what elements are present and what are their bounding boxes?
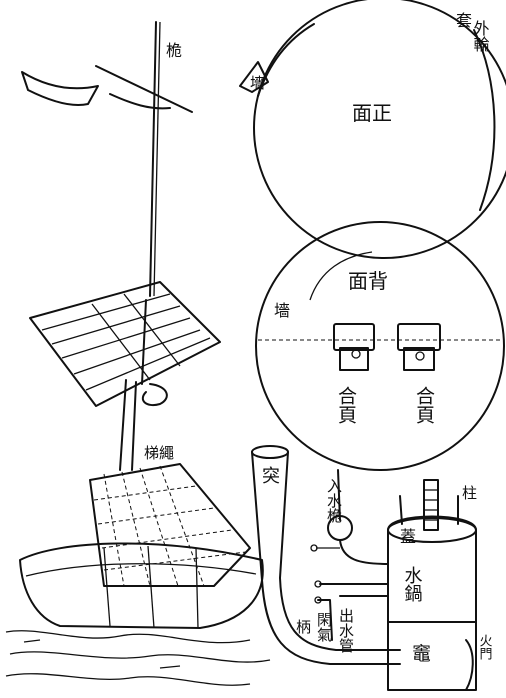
boiler	[387, 479, 477, 691]
hull	[19, 542, 264, 629]
label-handle: 柄	[296, 618, 311, 636]
label-front-wall: 墻	[250, 74, 265, 92]
front-disc	[239, 0, 506, 259]
label-air-valve: 閑氣	[315, 612, 333, 642]
label-water-valve: 入水桅	[325, 478, 343, 523]
chimney	[251, 445, 401, 665]
pipes	[310, 469, 389, 641]
flag	[21, 65, 193, 113]
hinge-right-plate	[397, 323, 441, 371]
label-outer-wheel: 外輪	[471, 20, 490, 52]
label-fire-door: 火門	[477, 634, 493, 661]
rigging-net	[89, 463, 251, 587]
label-pillar: 柱	[462, 484, 477, 502]
water-waves	[5, 630, 271, 686]
label-hinge-left: 合頁	[335, 386, 357, 424]
label-front-face: 面正	[352, 101, 392, 125]
label-mast: 桅	[166, 41, 182, 60]
label-outlet-pipe: 出水管	[337, 608, 355, 653]
sail-panel	[29, 281, 221, 407]
back-disc	[255, 221, 505, 471]
label-water-pot: 水鍋	[402, 566, 423, 602]
label-back-wall: 墻	[274, 301, 290, 320]
mast	[149, 21, 161, 297]
label-hinge-right: 合頁	[413, 386, 435, 424]
label-outer-cover: 套	[456, 11, 472, 30]
label-back-face: 面背	[348, 269, 388, 293]
label-ladder-rope: 梯繩	[144, 444, 174, 462]
label-lid: 蓋	[400, 527, 416, 546]
hinge-left-plate	[333, 323, 375, 371]
mast-base	[119, 299, 168, 471]
label-furnace: 竈	[412, 643, 431, 665]
label-chimney: 突	[262, 466, 280, 487]
